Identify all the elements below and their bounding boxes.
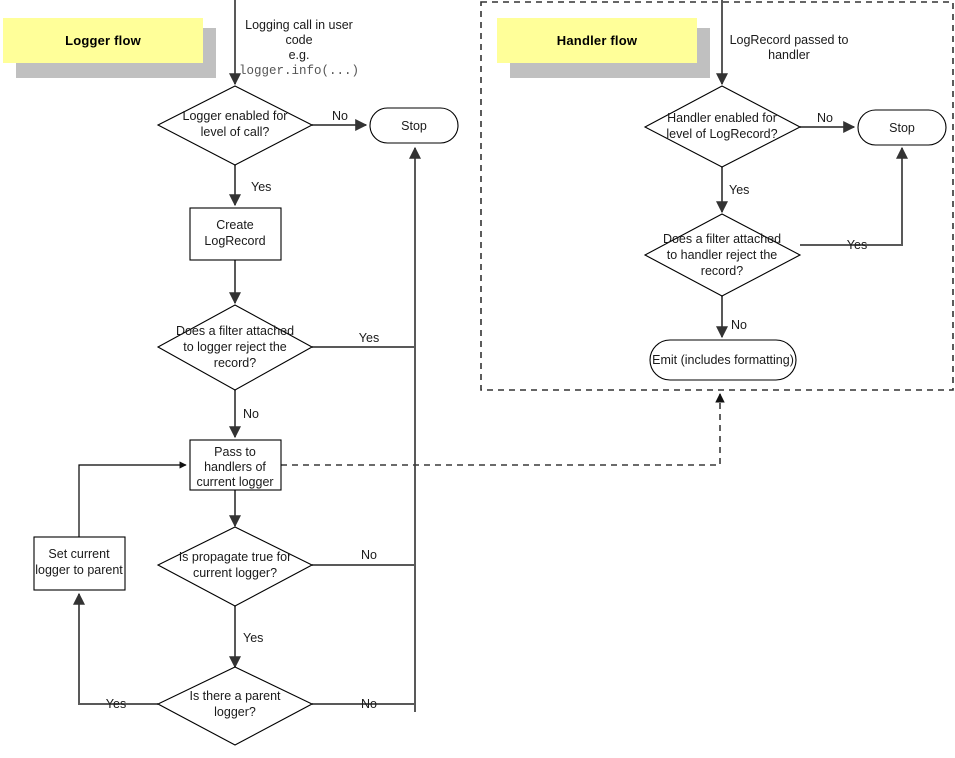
node-pass-to-handlers-line2: handlers of (204, 460, 266, 474)
edge-label-logger-level-yes: Yes (251, 180, 271, 194)
node-propagate-decision-line2: current logger? (193, 566, 277, 580)
logger-entry-note-line3: e.g. (289, 48, 310, 62)
node-create-logrecord[interactable] (189, 207, 282, 261)
edge-label-propagate-no: No (361, 548, 377, 562)
node-handler-level-decision-line2: level of LogRecord? (666, 127, 777, 141)
node-handler-filter-decision[interactable] (643, 213, 802, 297)
edge-handler-filter-yes-to-stop (800, 146, 908, 246)
node-set-logger-to-parent-line2: logger to parent (35, 563, 123, 577)
edge-label-handler-filter-yes: Yes (847, 238, 867, 252)
node-propagate-decision-line1: Is propagate true for (179, 550, 292, 564)
edge-label-logger-filter-no: No (243, 407, 259, 421)
edge-label-handler-level-yes: Yes (729, 183, 749, 197)
node-pass-to-handlers-line3: current logger (196, 475, 273, 489)
node-propagate-decision[interactable] (156, 526, 314, 607)
node-handler-stop[interactable] (857, 109, 947, 146)
node-handler-level-decision-line1: Handler enabled for (667, 111, 777, 125)
node-handler-stop-label: Stop (889, 121, 915, 135)
node-parent-logger-decision[interactable] (156, 666, 314, 746)
node-pass-to-handlers-line1: Pass to (214, 445, 256, 459)
edge-set-parent-to-pass (78, 461, 187, 537)
edge-label-handler-filter-no: No (731, 318, 747, 332)
node-create-logrecord-line1: Create (216, 218, 254, 232)
handler-flow-banner-fill: Handler flow (497, 18, 697, 63)
node-logger-stop-label: Stop (401, 119, 427, 133)
node-logger-level-decision-line2: level of call? (201, 125, 270, 139)
node-create-logrecord-line2: LogRecord (204, 234, 265, 248)
edge-label-propagate-yes: Yes (243, 631, 263, 645)
node-parent-logger-decision-line1: Is there a parent (189, 689, 281, 703)
node-pass-to-handlers[interactable] (189, 439, 282, 491)
node-logger-level-decision[interactable] (156, 85, 314, 166)
handler-flow-banner: Handler flow (497, 18, 710, 78)
node-handler-filter-decision-line3: record? (701, 264, 743, 278)
logger-flow-banner-fill: Logger flow (3, 18, 203, 63)
node-logger-filter-decision-line3: record? (214, 356, 256, 370)
edge-label-parent-no: No (361, 697, 377, 711)
edge-pass-to-handler-flow (281, 393, 725, 466)
node-parent-logger-decision-line2: logger? (214, 705, 256, 719)
logger-entry-note-line1: Logging call in user (245, 18, 353, 32)
node-logger-filter-decision-line2: to logger reject the (183, 340, 287, 354)
node-emit[interactable] (649, 339, 797, 381)
node-emit-label: Emit (includes formatting) (652, 353, 794, 367)
edge-label-logger-level-no: No (332, 109, 348, 123)
node-handler-filter-decision-line1: Does a filter attached (663, 232, 781, 246)
logger-flow-banner-label: Logger flow (65, 33, 141, 48)
edge-label-handler-level-no: No (817, 111, 833, 125)
handler-entry-note-line2: handler (768, 48, 810, 62)
node-handler-filter-decision-line2: to handler reject the (667, 248, 778, 262)
logger-flow-banner: Logger flow (3, 18, 216, 78)
logger-entry-note-code: logger.info(...) (239, 64, 359, 78)
node-logger-filter-decision[interactable] (156, 304, 314, 391)
logger-entry-note-line2: code (285, 33, 312, 47)
handler-flow-banner-label: Handler flow (556, 33, 638, 48)
node-logger-filter-decision-line1: Does a filter attached (176, 324, 294, 338)
node-handler-level-decision[interactable] (643, 85, 802, 168)
node-set-logger-to-parent[interactable] (33, 536, 126, 591)
handler-entry-note-line1: LogRecord passed to (730, 33, 849, 47)
node-set-logger-to-parent-line1: Set current (48, 547, 110, 561)
node-logger-stop[interactable] (369, 107, 459, 144)
node-logger-level-decision-line1: Logger enabled for (183, 109, 288, 123)
edge-parent-yes-to-set-parent (73, 592, 158, 705)
edge-label-logger-filter-yes: Yes (359, 331, 379, 345)
edge-label-parent-yes: Yes (106, 697, 126, 711)
handler-flow-region-border (480, 1, 954, 391)
